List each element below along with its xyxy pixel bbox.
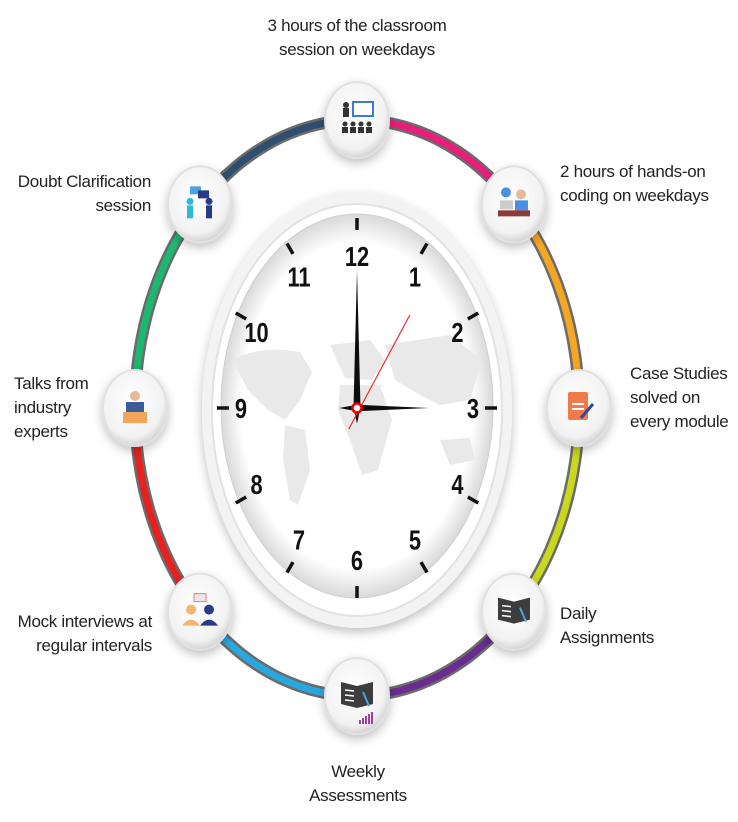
node-mock <box>167 572 234 651</box>
tick-mark <box>419 242 429 255</box>
clock-number-9: 9 <box>235 393 247 424</box>
open-book-icon <box>497 597 530 624</box>
tick-mark <box>419 561 429 574</box>
discussion-icon <box>186 186 213 219</box>
tick-mark <box>466 311 480 321</box>
clock-number-8: 8 <box>250 469 262 500</box>
node-talks <box>102 369 168 447</box>
clock-number-7: 7 <box>293 525 305 556</box>
clock-number-1: 1 <box>409 262 421 293</box>
tick-mark <box>234 495 248 505</box>
activity-nodes <box>102 81 612 735</box>
book-chart-icon <box>341 682 373 724</box>
clock-number-11: 11 <box>287 262 310 293</box>
clock-numbers: 12 12 3 45 6 78 9 10 11 <box>235 241 479 576</box>
clock-number-4: 4 <box>451 469 463 500</box>
tick-mark <box>466 495 480 505</box>
node-weekly <box>324 657 390 735</box>
minute-hand <box>353 270 361 424</box>
node-daily <box>480 572 547 651</box>
clock-number-6: 6 <box>351 545 363 576</box>
tick-mark <box>234 311 248 321</box>
clock-number-3: 3 <box>467 393 479 424</box>
computer-user-icon <box>497 187 530 217</box>
tick-mark <box>285 561 295 574</box>
clock-hands <box>339 270 429 430</box>
clock-number-2: 2 <box>451 317 463 348</box>
speaker-podium-icon <box>123 391 147 423</box>
interview-icon <box>182 593 219 626</box>
tick-mark <box>285 242 295 255</box>
clock-number-5: 5 <box>409 525 421 556</box>
node-classroom <box>324 81 390 159</box>
clock-ticks <box>217 218 497 598</box>
node-case <box>546 369 612 447</box>
node-coding <box>480 165 547 244</box>
presentation-icon <box>342 101 374 133</box>
clock-center-pin <box>351 402 363 414</box>
clock-number-12: 12 <box>345 241 369 272</box>
document-sign-icon <box>568 392 595 420</box>
node-doubt <box>167 165 234 244</box>
clock-number-10: 10 <box>244 317 268 348</box>
